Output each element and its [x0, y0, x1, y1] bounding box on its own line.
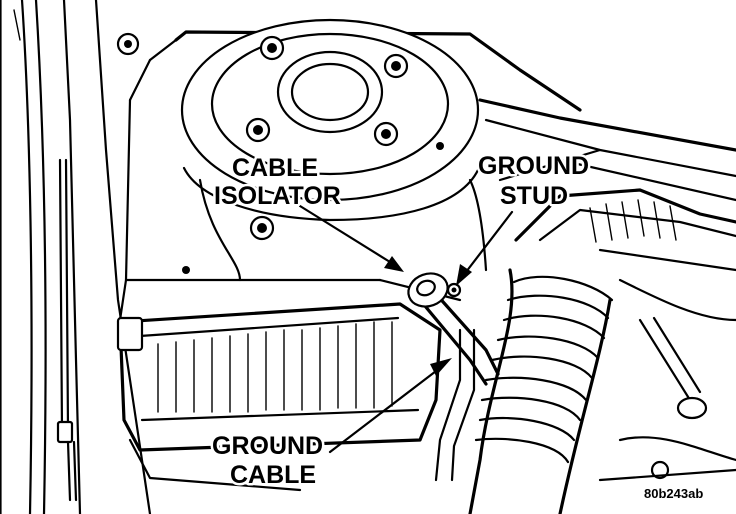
- ground-stud-label-line2: STUD: [500, 182, 568, 210]
- ground-stud-label-line1: GROUND: [478, 152, 589, 180]
- hood-hinge-rod: [56, 158, 78, 502]
- cowl-panel: [478, 98, 736, 202]
- fender-bolt: [116, 32, 140, 56]
- strut-nuts: [245, 35, 444, 241]
- air-duct: [514, 188, 736, 272]
- intake-hose: [468, 268, 614, 514]
- ground-cable-label-line1: GROUND: [212, 432, 323, 460]
- figure-code: 80b243ab: [644, 486, 703, 501]
- leader-cable-isolator: [298, 204, 404, 272]
- cable-isolator-label-line1: CABLE: [232, 154, 318, 182]
- ground-cable-label-line2: CABLE: [230, 461, 316, 489]
- leader-ground-cable: [328, 358, 452, 454]
- cable-isolator-label-line2: ISOLATOR: [214, 182, 341, 210]
- engine-components: [598, 278, 736, 482]
- leader-ground-stud: [456, 210, 514, 286]
- ground-cable-assembly: [407, 272, 500, 482]
- ribbed-cover: [116, 302, 442, 492]
